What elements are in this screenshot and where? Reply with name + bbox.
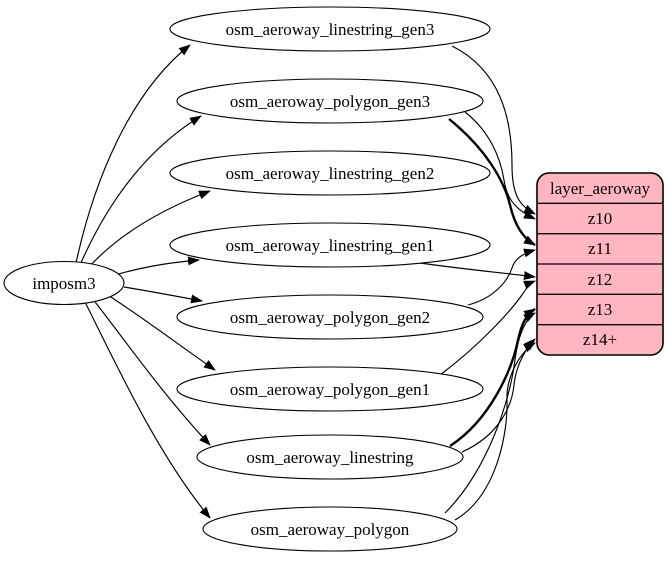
- edge-imposm3-linestring-gen2: [87, 190, 211, 269]
- node-osm-aeroway-linestring-gen2: osm_aeroway_linestring_gen2: [169, 150, 491, 196]
- table-ellipse: [169, 150, 491, 196]
- edge-imposm3-polygon: [83, 299, 211, 519]
- edge-imposm3-polygon-gen1: [102, 291, 216, 371]
- node-osm-aeroway-polygon-gen1: osm_aeroway_polygon_gen1: [176, 366, 484, 412]
- imposm3-label: imposm3: [32, 274, 95, 293]
- zoom-row-z10: z10: [588, 209, 613, 228]
- edge-polygon-z14: [454, 342, 536, 521]
- table-ellipse: [176, 366, 484, 412]
- table-ellipse: [176, 78, 484, 124]
- zoom-row-z11: z11: [588, 239, 612, 258]
- edges: [75, 44, 536, 521]
- node-osm-aeroway-linestring-gen1: osm_aeroway_linestring_gen1: [169, 222, 491, 268]
- edge-linestring-gen3-z10: [451, 45, 536, 215]
- node-imposm3: imposm3: [3, 260, 125, 306]
- table-label: osm_aeroway_polygon_gen2: [230, 308, 430, 327]
- node-osm-aeroway-polygon: osm_aeroway_polygon: [202, 506, 458, 552]
- node-osm-aeroway-polygon-gen2: osm_aeroway_polygon_gen2: [176, 294, 484, 340]
- node-osm-aeroway-linestring: osm_aeroway_linestring: [196, 434, 464, 480]
- edge-imposm3-linestring-gen3: [75, 44, 191, 264]
- edge-polygon-gen2-z11: [467, 248, 536, 306]
- edge-polygon-gen3-z10: [464, 111, 536, 220]
- edge-polygon-z13: [444, 312, 536, 514]
- zoom-row-z12: z12: [588, 270, 613, 289]
- edge-imposm3-linestring: [91, 297, 211, 446]
- edge-linestring-gen1-z12: [419, 262, 536, 281]
- table-label: osm_aeroway_linestring_gen1: [226, 236, 435, 255]
- node-osm-aeroway-linestring-gen3: osm_aeroway_linestring_gen3: [169, 6, 491, 52]
- edge-linestring-gen2-z11: [448, 118, 536, 247]
- table-ellipse: [176, 294, 484, 340]
- table-label: osm_aeroway_polygon: [251, 520, 410, 539]
- zoom-row-z13: z13: [588, 300, 613, 319]
- table-ellipse: [202, 506, 458, 552]
- edge-polygon-gen1-z12: [439, 280, 536, 376]
- table-ellipse: [169, 6, 491, 52]
- node-layer-aeroway: layer_aeroway z10 z11 z12 z13 z14+: [536, 172, 664, 356]
- table-label: osm_aeroway_linestring_gen2: [226, 164, 435, 183]
- node-osm-aeroway-polygon-gen3: osm_aeroway_polygon_gen3: [176, 78, 484, 124]
- edge-imposm3-polygon-gen3: [79, 115, 202, 266]
- edge-imposm3-polygon-gen2: [123, 286, 203, 304]
- imposm3-ellipse: [3, 260, 125, 306]
- layer-aeroway-title: layer_aeroway: [550, 179, 651, 198]
- table-ellipse: [169, 222, 491, 268]
- edge-imposm3-linestring-gen1: [107, 256, 200, 278]
- table-label: osm_aeroway_polygon_gen3: [230, 92, 430, 111]
- zoom-row-z14plus: z14+: [583, 330, 617, 349]
- table-label: osm_aeroway_linestring_gen3: [226, 20, 435, 39]
- table-label: osm_aeroway_linestring: [246, 448, 414, 467]
- table-ellipse: [196, 434, 464, 480]
- table-label: osm_aeroway_polygon_gen1: [230, 380, 430, 399]
